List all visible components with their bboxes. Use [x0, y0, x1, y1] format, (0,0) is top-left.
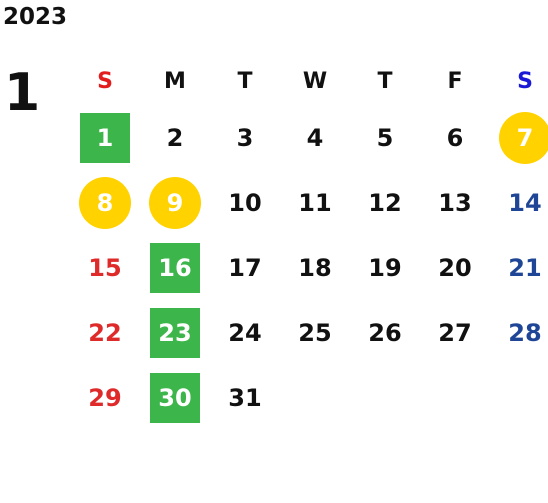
- day-cell[interactable]: 22: [88, 318, 122, 347]
- day-cell[interactable]: 19: [368, 253, 402, 282]
- day-cell[interactable]: 14: [508, 188, 542, 217]
- year-label: 2023: [3, 4, 68, 30]
- day-cell[interactable]: 2: [166, 123, 184, 152]
- day-cell[interactable]: 5: [376, 123, 394, 152]
- day-cell[interactable]: 25: [298, 318, 332, 347]
- day-cell[interactable]: 3: [236, 123, 254, 152]
- day-cell[interactable]: 7: [499, 111, 548, 164]
- day-cell[interactable]: 1: [80, 112, 130, 163]
- day-cell[interactable]: 18: [298, 253, 332, 282]
- day-cell[interactable]: 28: [508, 318, 542, 347]
- day-cell[interactable]: 21: [508, 253, 542, 282]
- day-cell[interactable]: 31: [228, 383, 262, 412]
- day-cell[interactable]: 23: [150, 307, 200, 358]
- day-cell[interactable]: 17: [228, 253, 262, 282]
- day-cell[interactable]: 11: [298, 188, 332, 217]
- weekday-friday: F: [447, 68, 463, 94]
- day-cell[interactable]: 16: [150, 242, 200, 293]
- day-cell[interactable]: 12: [368, 188, 402, 217]
- day-cell[interactable]: 9: [149, 176, 201, 229]
- day-cell[interactable]: 4: [306, 123, 324, 152]
- day-cell[interactable]: 13: [438, 188, 472, 217]
- day-cell[interactable]: 8: [79, 176, 131, 229]
- day-cell[interactable]: 6: [446, 123, 464, 152]
- day-cell[interactable]: 29: [88, 383, 122, 412]
- day-cell[interactable]: 30: [150, 372, 200, 423]
- day-cell[interactable]: 27: [438, 318, 472, 347]
- day-cell[interactable]: 10: [228, 188, 262, 217]
- weekday-tuesday: T: [237, 68, 253, 94]
- weekday-sunday: S: [97, 68, 113, 94]
- weekday-saturday: S: [517, 68, 533, 94]
- weekday-wednesday: W: [302, 68, 328, 94]
- day-cell[interactable]: 15: [88, 253, 122, 282]
- calendar-grid: S M T W T F S 1 2 3 4 5 6 7 8 9 10 11 12…: [70, 57, 548, 430]
- weekday-thursday: T: [377, 68, 393, 94]
- day-cell[interactable]: 26: [368, 318, 402, 347]
- month-number: 1: [4, 63, 41, 123]
- weekday-monday: M: [164, 68, 186, 94]
- day-cell[interactable]: 20: [438, 253, 472, 282]
- day-cell[interactable]: 24: [228, 318, 262, 347]
